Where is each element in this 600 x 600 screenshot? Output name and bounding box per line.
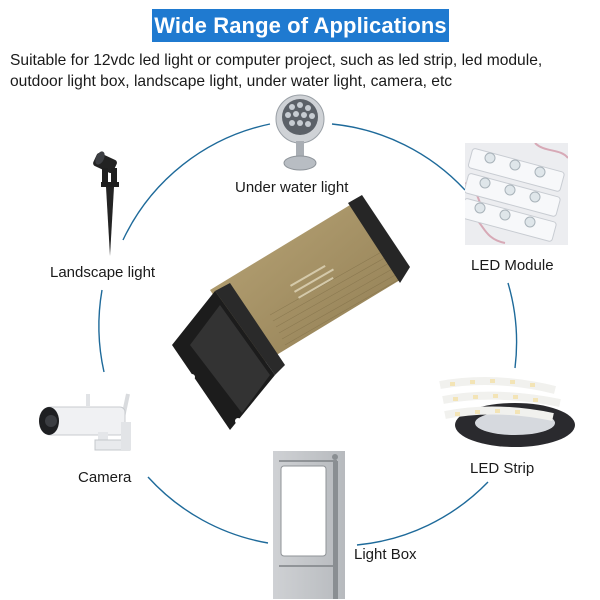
description-line-2: outdoor light box, landscape light, unde… <box>10 73 453 90</box>
light-box-icon <box>273 451 345 599</box>
application-label-light-box: Light Box <box>354 546 417 563</box>
description: Suitable for 12vdc led light or computer… <box>10 50 600 92</box>
application-label-led-strip: LED Strip <box>470 460 535 477</box>
application-label-under-water-light: Under water light <box>235 179 349 196</box>
rainproof-led-power-supply-icon <box>172 195 410 430</box>
camera-icon <box>39 393 131 451</box>
page-title: Wide Range of Applications <box>152 9 449 42</box>
application-label-led-module: LED Module <box>471 257 554 274</box>
application-label-landscape-light: Landscape light <box>50 264 156 281</box>
led-strip-icon <box>439 377 575 447</box>
underwater-light-icon <box>275 94 325 171</box>
led-module-icon <box>465 143 568 245</box>
landscape-light-icon <box>93 151 119 256</box>
description-line-1: Suitable for 12vdc led light or computer… <box>10 52 543 69</box>
application-label-camera: Camera <box>78 469 132 486</box>
